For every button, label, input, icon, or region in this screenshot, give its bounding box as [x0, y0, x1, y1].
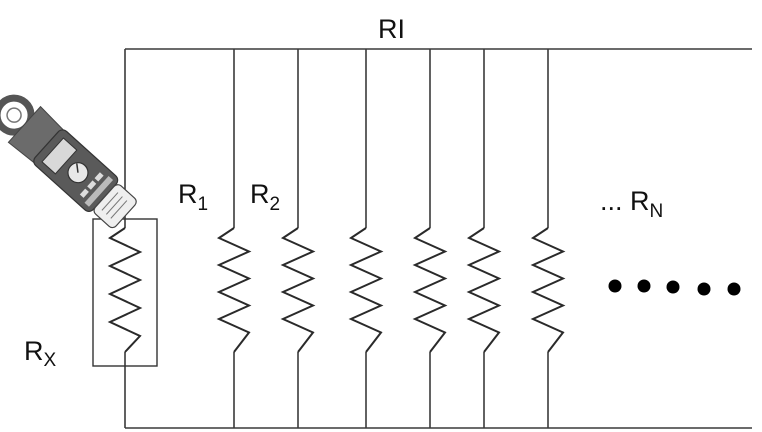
resistor-r3: [348, 227, 384, 353]
parallel-branches: [216, 49, 566, 428]
resistor-rx: [107, 227, 143, 353]
resistor-r2: [280, 227, 316, 353]
resistor-r5: [466, 227, 502, 353]
top-rail-label: RI: [378, 14, 405, 44]
ellipsis-dots-icon: [608, 279, 741, 296]
rx-label: RX: [24, 336, 57, 371]
clamp-meter-icon: [0, 94, 137, 229]
resistor-r6: [530, 227, 566, 353]
resistor-r4: [412, 227, 448, 353]
rx-measurement-box: [92, 218, 158, 367]
resistor-r1: [216, 227, 252, 353]
r2-label: R2: [250, 179, 280, 215]
r1-label: R1: [178, 179, 208, 215]
rn-label: ... RN: [600, 186, 663, 222]
